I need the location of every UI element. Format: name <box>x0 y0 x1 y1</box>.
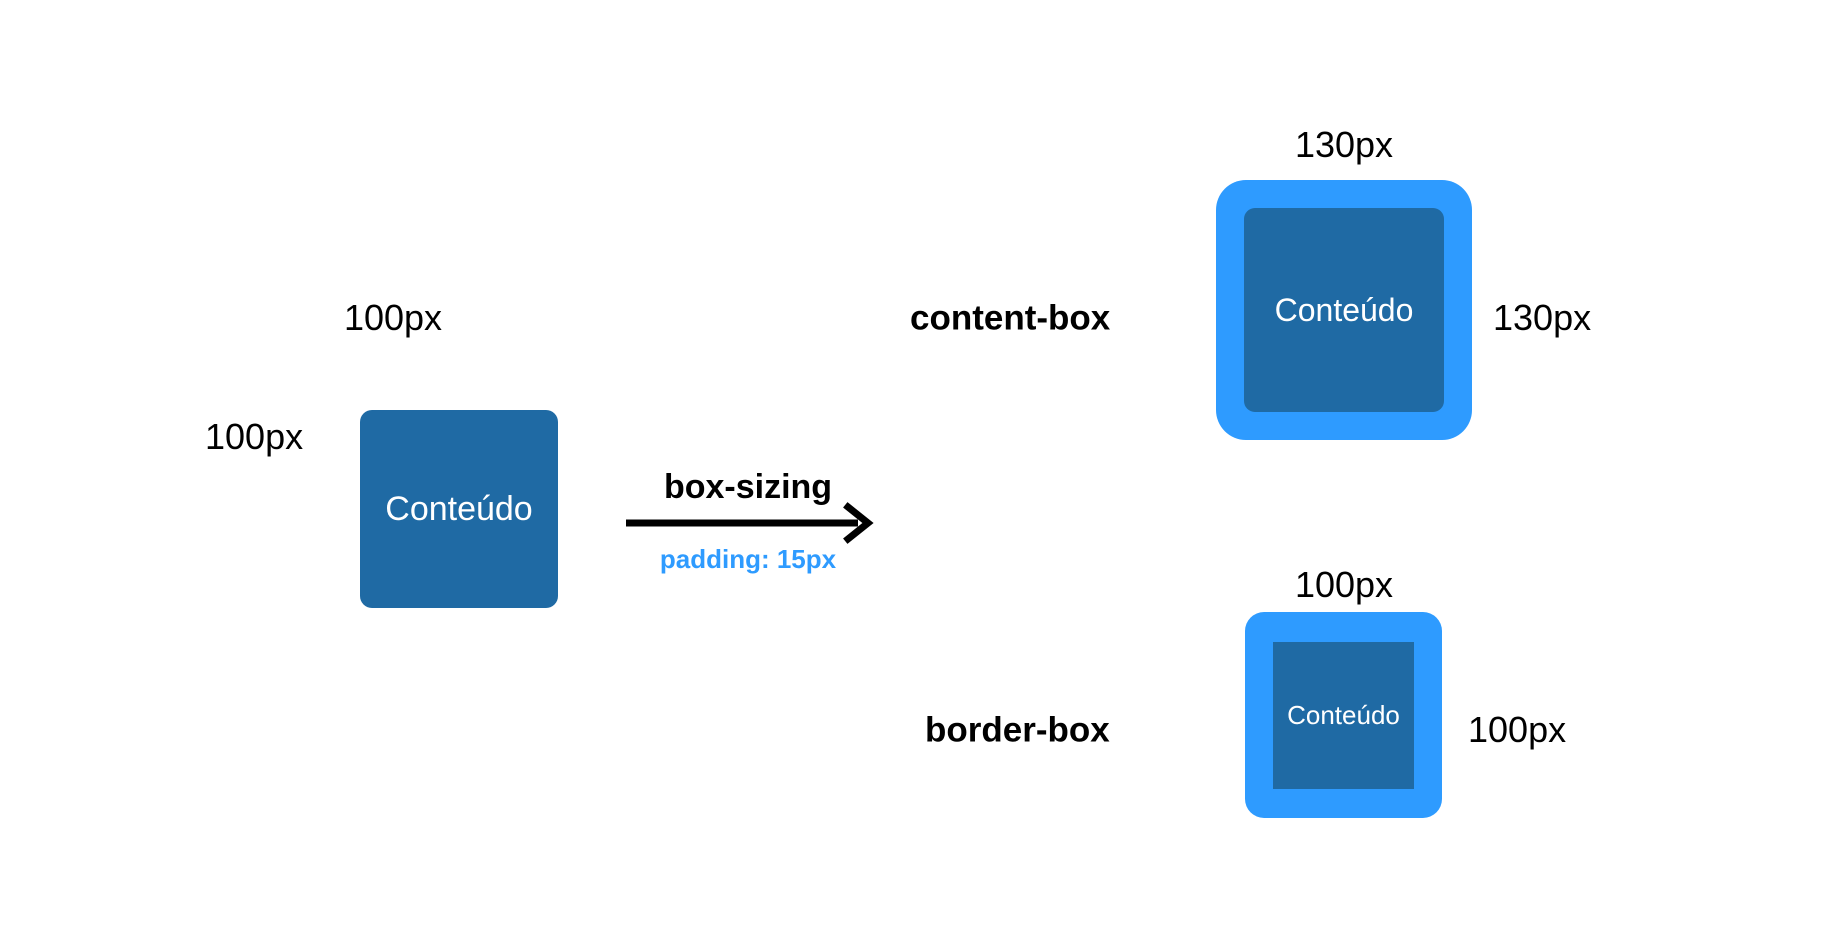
content-box-content-label: Conteúdo <box>1274 292 1414 328</box>
border-box-content-area: Conteúdo <box>1273 641 1414 789</box>
arrow-right-icon <box>626 502 874 544</box>
transform-subtitle: padding: 15px <box>659 544 837 574</box>
transform-title: box-sizing <box>663 468 833 506</box>
box-sizing-transform-group: box-sizing padding: 15px <box>626 468 874 580</box>
border-box-padding-area: Conteúdo <box>1245 612 1442 818</box>
content-box-content-area: Conteúdo <box>1244 208 1444 412</box>
content-box-mode-label: content-box <box>910 298 1111 338</box>
content-box-width-label: 130px <box>1294 124 1394 165</box>
border-box-height-label: 100px <box>1468 709 1567 750</box>
border-box-width-label: 100px <box>1294 564 1394 605</box>
source-height-label: 100px <box>205 416 304 457</box>
content-box-height-label: 130px <box>1493 297 1592 338</box>
source-content-label: Conteúdo <box>385 490 533 528</box>
source-content-box: Conteúdo <box>360 410 558 608</box>
source-width-label: 100px <box>343 297 443 338</box>
border-box-content-label: Conteúdo <box>1287 700 1400 730</box>
content-box-padding-area: Conteúdo <box>1216 180 1472 440</box>
border-box-mode-label: border-box <box>925 710 1110 750</box>
